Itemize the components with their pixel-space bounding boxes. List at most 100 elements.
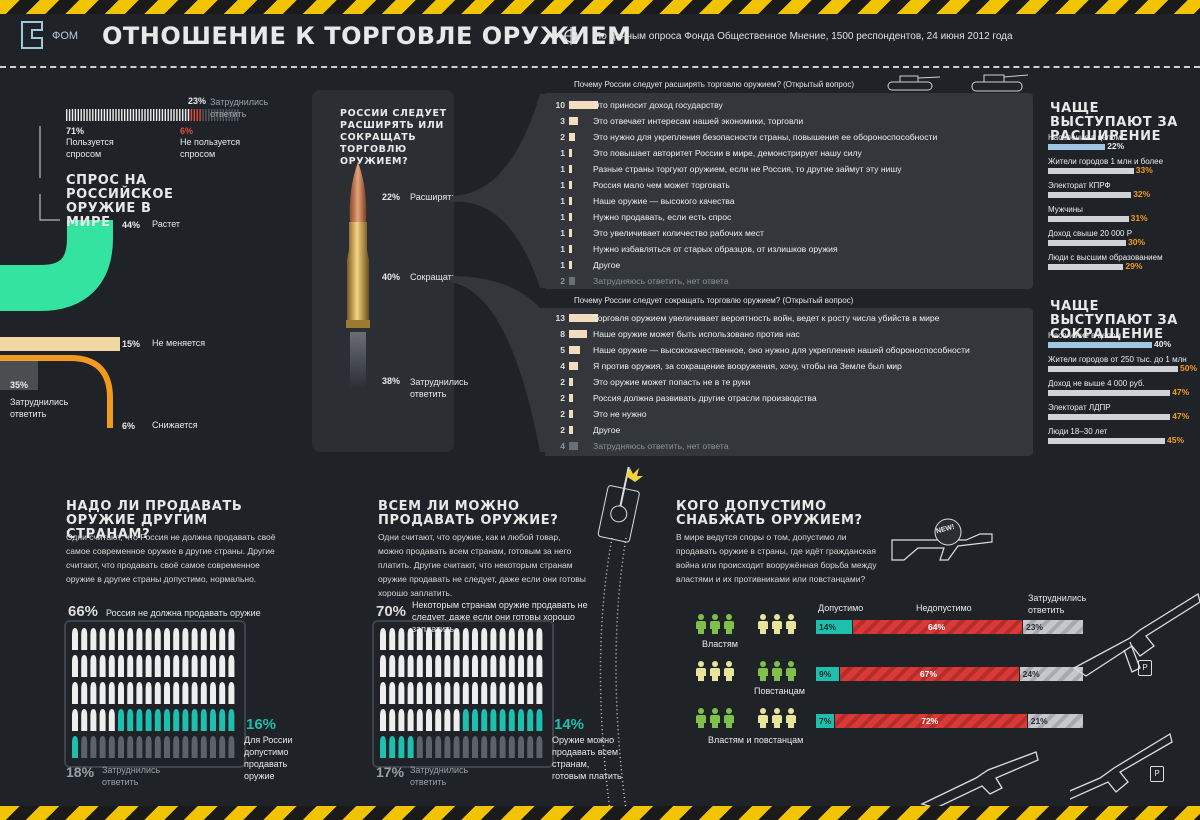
bullet-mark	[389, 682, 396, 704]
bullet-mark	[90, 682, 97, 704]
bullet-mark	[518, 709, 524, 731]
tank-tracks-icon	[597, 466, 643, 810]
bullet-mark	[72, 655, 78, 677]
tick-mark	[92, 109, 94, 121]
bullet-mark	[453, 682, 460, 704]
sell-all-main-label: Некоторым странам оружие продавать не сл…	[412, 600, 588, 634]
bullet-mark	[228, 736, 235, 758]
group-bar	[1048, 192, 1132, 198]
bullet-mark	[518, 655, 524, 677]
reason-text: Это приносит доход государству	[593, 100, 723, 110]
sell-modern-text: Одни считают, что Россия не должна прода…	[66, 532, 276, 584]
whom-segment-label: 24%	[1022, 669, 1040, 679]
bullet-mark	[72, 709, 78, 731]
bullet-mark	[173, 709, 180, 731]
bullet-mark	[481, 736, 488, 758]
demand-no-label: Не пользуется спросом	[180, 137, 241, 159]
reason-value: 4	[560, 441, 565, 451]
bullet-mark	[453, 709, 460, 731]
whom-segment-label: 14%	[819, 622, 837, 632]
bullet-mark	[182, 682, 189, 704]
whom-text: В мире ведутся споры о том, допустимо ли…	[676, 532, 877, 584]
bullet-mark	[518, 736, 524, 758]
tick-mark	[66, 109, 68, 121]
reason-value: 2	[560, 377, 565, 387]
whom-segment: 67%	[840, 667, 1019, 681]
bullet-mark	[435, 655, 442, 677]
tick-mark	[132, 109, 135, 121]
demand-pipes	[0, 126, 120, 428]
tick-mark	[190, 109, 193, 121]
bullet-mark	[228, 682, 235, 704]
tick-mark	[202, 109, 204, 121]
demand-falling-pct: 6%	[122, 421, 136, 431]
sell-modern-grid	[64, 620, 246, 768]
bullet-mark	[398, 628, 405, 650]
reason-text: Я против оружия, за сокращение вооружени…	[593, 361, 902, 371]
bullet-mark	[398, 736, 405, 758]
bullet-mark	[389, 655, 396, 677]
whom-header-allow: Допустимо	[818, 603, 864, 613]
bullet-mark	[444, 709, 451, 731]
bullet-mark	[389, 628, 396, 650]
tick-mark	[167, 109, 169, 121]
tick-mark	[106, 109, 108, 121]
bullet-mark	[490, 655, 497, 677]
reason-bar	[569, 117, 578, 125]
bullet-mark	[90, 736, 97, 758]
group-label: Электорат КПРФ	[1048, 181, 1111, 190]
bullet-mark	[490, 682, 497, 704]
bullet-mark	[380, 682, 386, 704]
bullet-mark	[136, 628, 143, 650]
bullet-mark	[200, 628, 207, 650]
sell-modern-na-label: Затруднились ответить	[102, 765, 161, 787]
tick-mark	[83, 109, 85, 121]
center-question: РОССИИ СЛЕДУЕТ РАСШИРЯТЬ ИЛИ СОКРАЩАТЬ Т…	[340, 108, 447, 167]
sell-modern-alt-pct: 16%	[246, 716, 277, 733]
tick-mark	[234, 109, 236, 121]
reason-text: Нужно избавляться от старых образцов, от…	[593, 244, 838, 254]
person-icon	[758, 614, 768, 634]
pipe-na	[0, 360, 38, 390]
tick-mark	[228, 109, 230, 121]
demand-na-world-label: Затруднились ответить	[10, 397, 69, 419]
reason-bar	[569, 101, 598, 109]
demand-na-pct: 23%	[188, 96, 207, 106]
whom-segment-label: 7%	[819, 716, 832, 726]
crosshair-icon	[562, 27, 580, 45]
demand-no-pct: 6%	[180, 126, 194, 136]
reason-text: Другое	[593, 260, 621, 270]
tick-mark	[80, 109, 82, 121]
bullet-mark	[219, 655, 226, 677]
reason-text: Наше оружие — высококачественное, оно ну…	[593, 345, 970, 355]
bullet-mark	[508, 709, 515, 731]
bullet-mark	[499, 628, 506, 650]
demand-falling-label: Снижается	[152, 420, 198, 430]
bullet-mark	[118, 655, 124, 677]
bullet-mark	[210, 682, 216, 704]
bullet-mark	[210, 736, 216, 758]
bullet-mark	[219, 709, 226, 731]
bullet-mark	[164, 709, 170, 731]
bullet-icon	[344, 160, 372, 390]
bullet-mark	[472, 628, 478, 650]
bullet-mark	[508, 736, 515, 758]
reason-value: 2	[560, 425, 565, 435]
bullet-mark	[426, 709, 432, 731]
sell-all-grid	[372, 620, 554, 768]
reason-value: 5	[560, 345, 565, 355]
bullet-mark	[426, 655, 432, 677]
bullet-mark	[518, 682, 524, 704]
bullet-mark	[380, 709, 386, 731]
bullet-mark	[536, 682, 543, 704]
bullet-mark	[508, 628, 515, 650]
tick-mark	[129, 109, 132, 121]
bullet-mark	[389, 736, 396, 758]
group-bar	[1048, 168, 1134, 174]
bullet-mark	[81, 736, 88, 758]
